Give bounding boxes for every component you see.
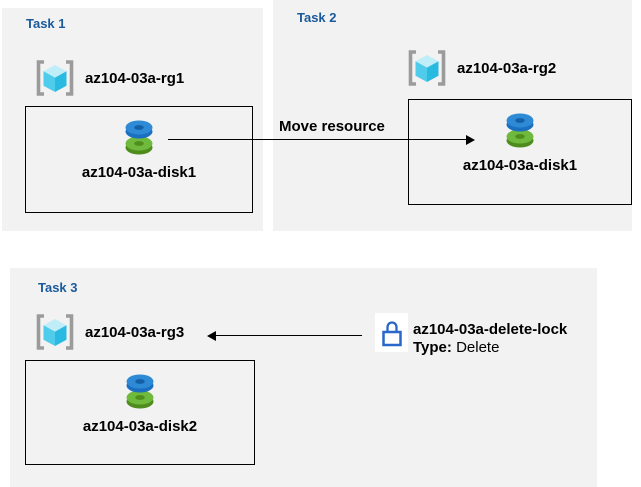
move-resource-label: Move resource	[279, 118, 385, 135]
task3-resource-group-row: az104-03a-rg3	[33, 313, 184, 351]
task2-panel: Task 2 az104-03a-rg2 az104-03a-disk1	[273, 0, 632, 231]
disk-label: az104-03a-disk1	[81, 164, 197, 181]
task2-resource-group-row: az104-03a-rg2	[405, 49, 556, 87]
task3-title: Task 3	[38, 280, 78, 295]
arrowhead-right-icon	[466, 135, 475, 145]
task1-panel: Task 1 az104-03a-rg1 az104-03a-disk1	[2, 8, 263, 231]
lock-icon	[381, 320, 402, 346]
lock-name-label: az104-03a-delete-lock	[413, 321, 568, 338]
lock-type-key: Type:	[413, 339, 452, 356]
disk-label: az104-03a-disk1	[462, 157, 578, 174]
disk-icon	[125, 120, 153, 155]
disk-icon	[506, 113, 534, 148]
disk-label: az104-03a-disk2	[82, 418, 198, 435]
lock-type-value: Delete	[456, 339, 500, 356]
disk-icon	[126, 374, 154, 409]
delete-lock-arrow	[216, 335, 362, 336]
resource-group-label: az104-03a-rg3	[85, 323, 185, 341]
lock-type-label: Type: Delete	[413, 339, 567, 357]
resource-group-icon	[36, 60, 74, 96]
task3-panel: Task 3 az104-03a-rg3 az104-03a-disk2	[10, 268, 597, 487]
resource-group-label: az104-03a-rg1	[85, 69, 185, 87]
task2-resource-box: az104-03a-disk1	[408, 99, 632, 205]
resource-group-label: az104-03a-rg2	[457, 59, 557, 77]
lock-text-block: az104-03a-delete-lock Type: Delete	[413, 321, 567, 357]
lock-badge	[375, 313, 408, 352]
task1-resource-group-row: az104-03a-rg1	[33, 59, 184, 97]
task2-title: Task 2	[297, 10, 337, 25]
move-resource-arrow	[168, 139, 468, 140]
arrowhead-left-icon	[207, 331, 216, 341]
resource-group-icon	[408, 50, 446, 86]
task3-resource-box: az104-03a-disk2	[25, 360, 255, 465]
task1-title: Task 1	[26, 16, 66, 31]
task1-resource-box: az104-03a-disk1	[25, 106, 253, 213]
resource-group-icon	[36, 314, 74, 350]
